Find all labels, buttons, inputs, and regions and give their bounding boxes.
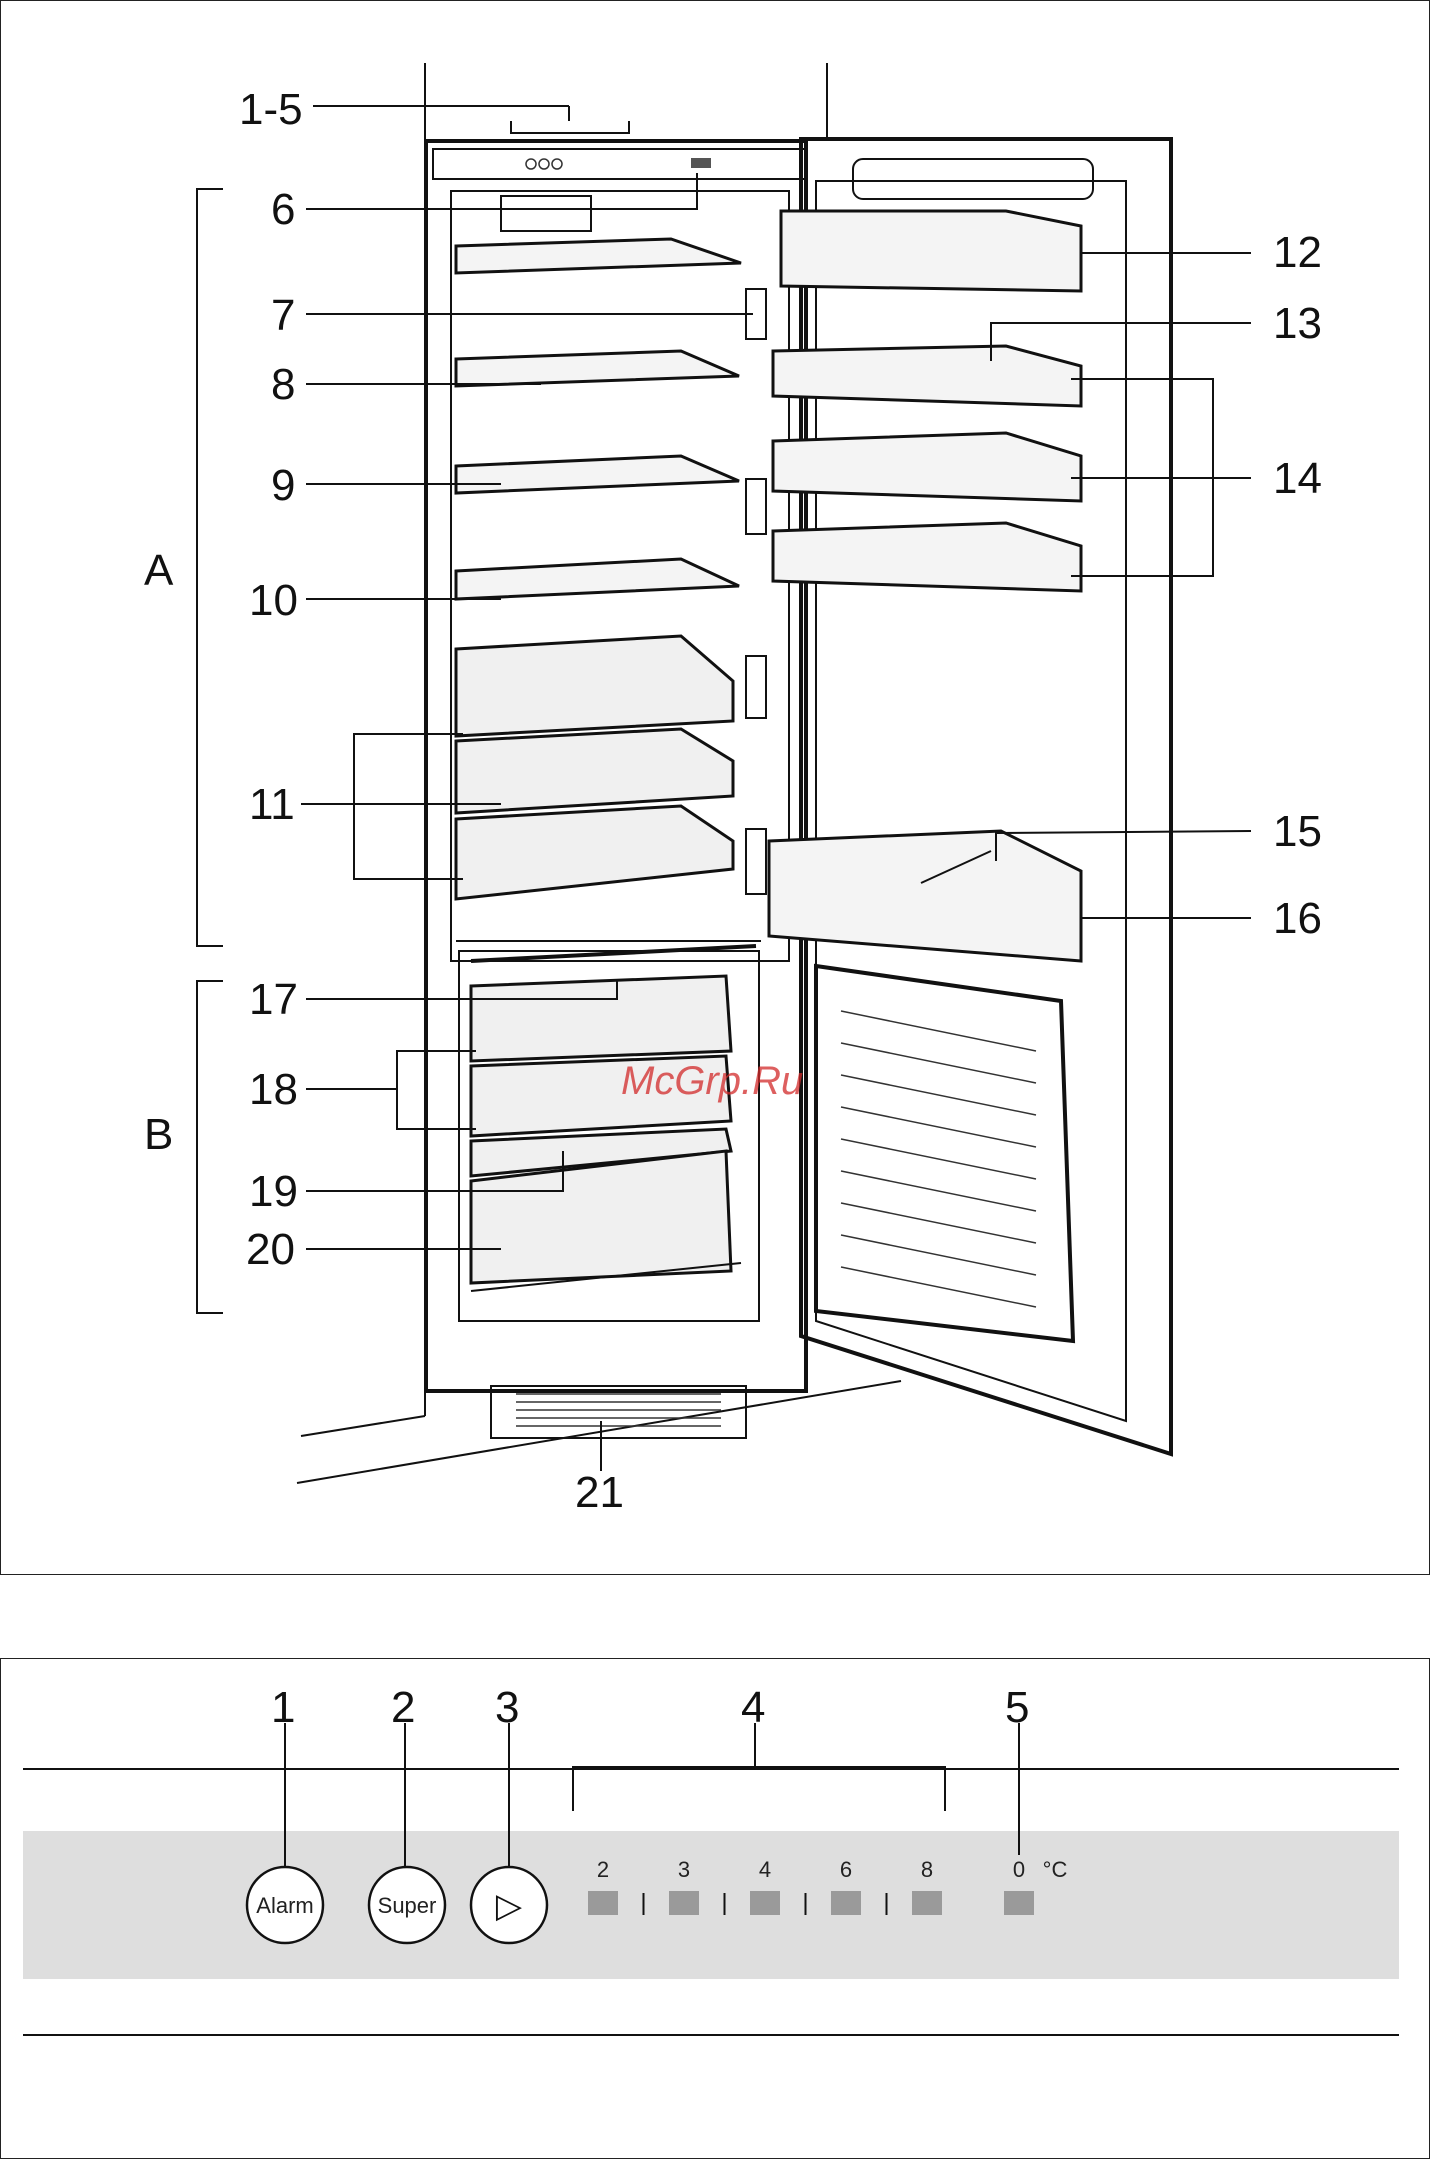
temp-label-2: 2 [597,1857,609,1882]
super-button-label: Super [378,1893,437,1918]
grille-slats [516,1394,721,1426]
control-button-icon [526,159,536,169]
fridge-door [801,139,1171,1454]
leader-cp-4-bracket [573,1767,945,1811]
callout-13: 13 [1273,299,1322,348]
callout-1-5: 1-5 [239,85,303,134]
door-shelf-14c [773,523,1081,591]
indicator-zero [1004,1891,1034,1915]
indicator-4 [750,1891,780,1915]
door-shelf-14a [773,346,1081,406]
door-top-trim [853,159,1093,199]
zone-label-b: B [144,1110,173,1159]
callout-8: 8 [271,360,295,409]
watermark: McGrp.Ru [621,1059,803,1103]
select-button[interactable]: ▷ [471,1867,547,1943]
indicator-3 [669,1891,699,1915]
super-button[interactable]: Super [369,1867,445,1943]
freezer-door-ribs [841,1011,1036,1307]
temp-label-3: 3 [678,1857,690,1882]
callout-21: 21 [575,1468,624,1517]
temp-unit: °C [1043,1857,1068,1882]
glass-shelf-10 [456,559,739,599]
alarm-button[interactable]: Alarm [247,1867,323,1943]
door-compartment-12 [781,211,1081,291]
glass-shelf-9 [456,456,739,493]
freezer-drawer-1 [471,976,731,1061]
callout-9: 9 [271,461,295,510]
callout-11: 11 [249,780,295,829]
floor-line-upper [301,1416,425,1436]
callout-18: 18 [249,1065,298,1114]
control-panel-diagram: 1 2 3 4 5 Alarm Super ▷ 2 3 4 6 8 0 °C [0,1658,1430,2159]
indicator-6 [831,1891,861,1915]
side-light [746,479,766,534]
control-button-icon [539,159,549,169]
temperature-display [691,158,711,168]
zone-bracket-b [197,981,223,1313]
play-icon: ▷ [496,1886,523,1926]
glass-shelf-top [456,239,741,273]
freezer-flap-17 [471,946,756,961]
vegetable-drawer-2 [456,729,733,813]
callout-cp-4: 4 [741,1683,765,1732]
temp-label-zero: 0 [1013,1857,1025,1882]
callout-15: 15 [1273,807,1322,856]
leader-1-5-bracket [511,121,629,133]
callout-14: 14 [1273,454,1322,503]
callout-7: 7 [271,291,295,340]
callout-19: 19 [249,1167,298,1216]
freezer-door [816,966,1073,1341]
callout-cp-3: 3 [495,1683,519,1732]
callout-10: 10 [249,576,298,625]
fridge-diagram-panel: 1-5 6 7 8 9 10 11 12 13 14 15 16 17 18 1… [0,0,1430,1575]
interior-light [501,196,591,231]
zone-bracket-a [197,189,223,946]
vegetable-drawer-3 [456,806,733,899]
callout-16: 16 [1273,894,1322,943]
callout-cp-2: 2 [391,1683,415,1732]
zone-label-a: A [144,546,174,595]
leader-11-bracket [354,734,463,879]
temp-label-6: 6 [840,1857,852,1882]
side-light [746,829,766,894]
leader-18-bracket [397,1051,476,1129]
temp-label-4: 4 [759,1857,771,1882]
indicator-8 [912,1891,942,1915]
side-light [746,656,766,718]
glass-shelf-8 [456,351,739,386]
callout-6: 6 [271,185,295,234]
alarm-button-label: Alarm [256,1893,313,1918]
control-strip-panel [23,1831,1399,1979]
door-shelf-14b [773,433,1081,501]
callout-17: 17 [249,975,298,1024]
callout-cp-5: 5 [1005,1683,1029,1732]
callout-20: 20 [246,1225,295,1274]
control-button-icon [552,159,562,169]
vegetable-drawer-1 [456,636,733,736]
control-panel-illustration: 1 2 3 4 5 Alarm Super ▷ 2 3 4 6 8 0 °C [1,1659,1430,2160]
indicator-2 [588,1891,618,1915]
callout-cp-1: 1 [271,1683,295,1732]
control-strip [433,149,805,179]
temp-label-8: 8 [921,1857,933,1882]
callout-12: 12 [1273,228,1322,277]
fridge-illustration: 1-5 6 7 8 9 10 11 12 13 14 15 16 17 18 1… [1,1,1430,1576]
